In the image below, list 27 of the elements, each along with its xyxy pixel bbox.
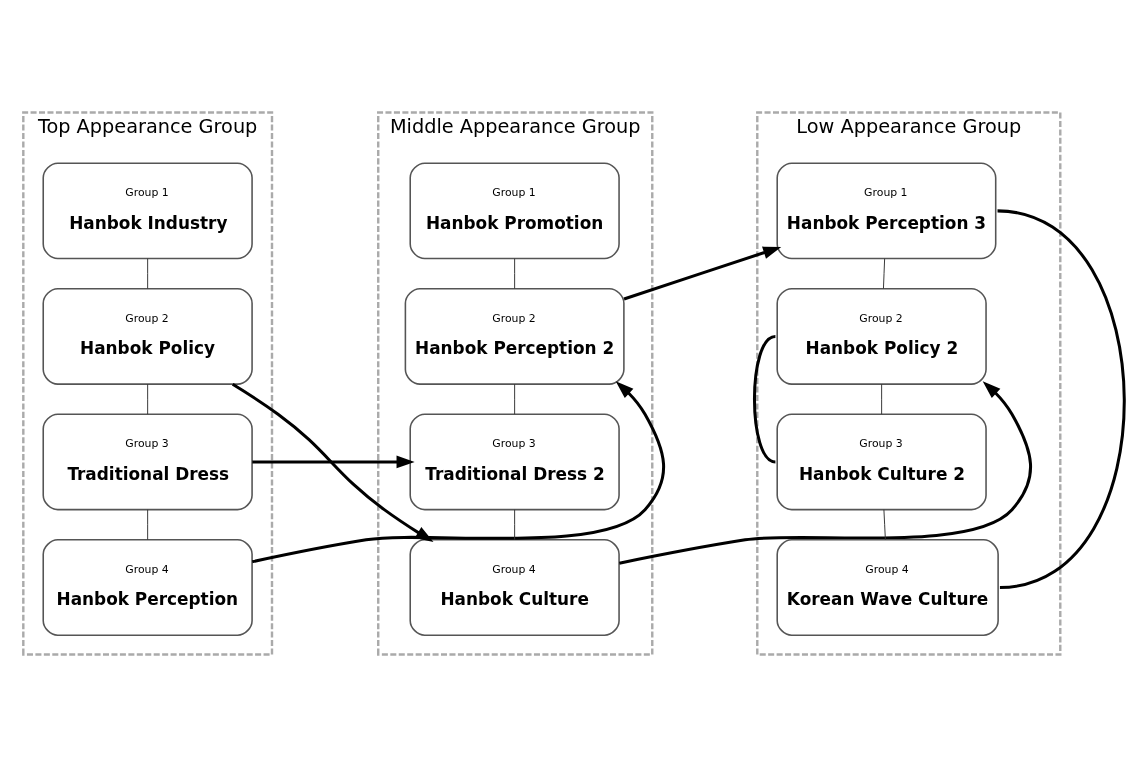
node-box: Group 2 Hanbok Policy [42, 287, 253, 385]
arrow [251, 380, 665, 563]
arrow [252, 455, 415, 468]
connector [514, 508, 516, 540]
node-box: Group 4 Hanbok Culture [409, 538, 620, 636]
arrow [623, 246, 782, 300]
connector [514, 383, 516, 415]
node-box: Group 2 Hanbok Policy 2 [776, 287, 987, 385]
connector [883, 508, 886, 540]
node-box: Group 4 Hanbok Perception [42, 538, 253, 636]
arrow [619, 380, 1032, 565]
node-box: Group 3 Traditional Dress 2 [409, 413, 620, 510]
node-box: Group 2 Hanbok Perception 2 [404, 287, 625, 385]
node-box: Group 1 Hanbok Perception 3 [776, 161, 997, 259]
connector [882, 257, 886, 289]
connector [514, 257, 516, 289]
node-box: Group 1 Hanbok Industry [42, 161, 253, 259]
node-box: Group 3 Hanbok Culture 2 [776, 413, 987, 510]
node-box: Group 3 Traditional Dress [42, 413, 253, 510]
connector [753, 334, 776, 463]
connector [997, 208, 1126, 589]
connector [881, 383, 883, 415]
connector [147, 508, 149, 540]
connector [147, 257, 149, 289]
connector [147, 383, 149, 415]
node-box: Group 1 Hanbok Promotion [409, 161, 620, 259]
node-box: Group 4 Korean Wave Culture [776, 538, 999, 636]
